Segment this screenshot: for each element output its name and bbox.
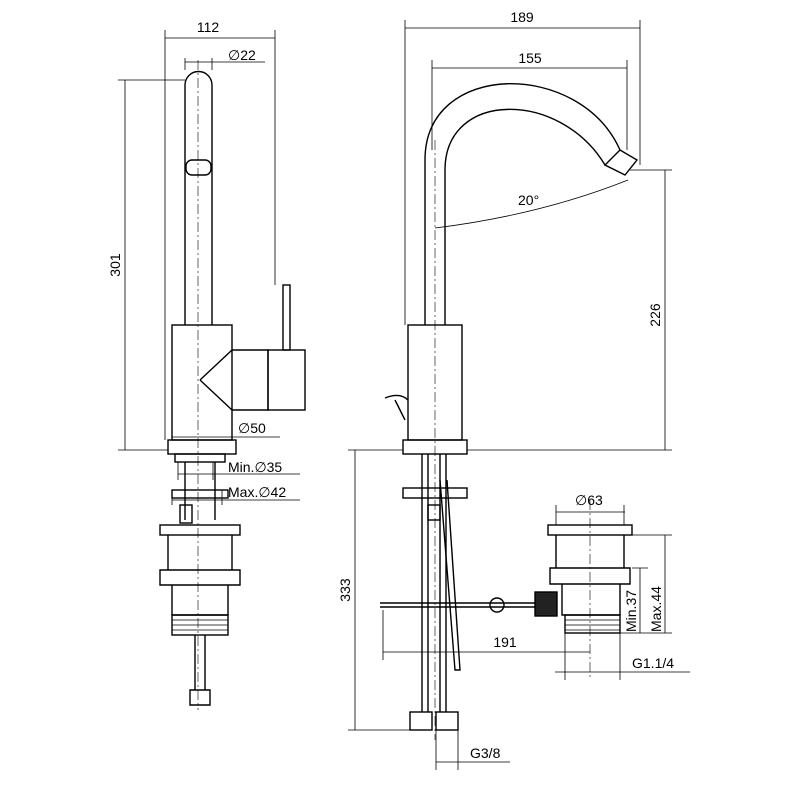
dim-angle-arc <box>434 179 629 229</box>
waste-min-label: Min.37 <box>623 590 639 632</box>
dim-226 <box>467 169 672 451</box>
side-view: 112 ∅22 301 ∅50 Min.∅35 Max.∅42 <box>107 19 306 710</box>
pull-rod <box>439 479 461 671</box>
dim-waste-height <box>620 534 672 634</box>
lever-joint <box>199 349 269 411</box>
lever-hub <box>267 349 306 411</box>
dim-spout-diameter-label: ∅22 <box>228 47 256 63</box>
dim-189-label: 189 <box>510 9 534 25</box>
dim-301-label: 301 <box>107 253 123 277</box>
dim-301 <box>118 79 185 451</box>
dim-191 <box>382 610 590 660</box>
spout-tip <box>603 149 639 176</box>
front-view: 189 155 20° 226 333 ∅63 191 Min.37 Max.4… <box>337 9 690 770</box>
thread-lines <box>172 619 228 631</box>
rod-clamp <box>489 597 505 613</box>
angle-label: 20° <box>518 192 539 208</box>
spout-arc <box>424 83 621 325</box>
dim-226-label: 226 <box>647 303 663 327</box>
hole-min-label: Min.∅35 <box>228 459 282 475</box>
fixing-nut <box>171 489 229 499</box>
hose-nut-left <box>409 711 433 731</box>
dim-155 <box>431 60 628 150</box>
dim-waste-thread <box>555 633 690 680</box>
waste-max-label: Max.44 <box>648 586 664 632</box>
hose-thread-label: G3/8 <box>470 745 501 761</box>
waste-thread-label: G1.1/4 <box>632 655 674 671</box>
dim-spout-diameter <box>184 58 265 70</box>
rod-connector <box>534 591 558 617</box>
fitting <box>179 504 193 524</box>
waste-rod <box>380 602 535 608</box>
waste-flange <box>159 524 241 536</box>
hoses <box>421 454 447 712</box>
dim-body-diameter-label: ∅50 <box>238 420 266 436</box>
shank <box>184 462 216 520</box>
handle-rod <box>282 284 291 351</box>
dim-333-label: 333 <box>337 578 353 602</box>
hole-max-label: Max.∅42 <box>228 484 286 500</box>
dim-hole-min <box>177 462 300 480</box>
dim-waste-diameter <box>555 505 625 525</box>
gasket <box>174 453 226 463</box>
waste-diameter-label: ∅63 <box>575 492 603 508</box>
spout-tube <box>184 70 213 325</box>
waste-body <box>159 535 241 616</box>
waste-rod <box>189 635 211 706</box>
dim-112 <box>164 30 276 440</box>
thread-lines <box>565 619 620 631</box>
dim-hose-thread <box>435 730 510 770</box>
dim-hole-max <box>171 490 300 505</box>
dim-191-label: 191 <box>493 634 517 650</box>
dim-333 <box>348 449 410 731</box>
lever <box>384 394 409 421</box>
fitting <box>427 504 441 521</box>
dim-155-label: 155 <box>518 50 542 66</box>
waste-thread <box>564 614 621 634</box>
aerator <box>185 159 212 176</box>
base-plate <box>167 439 237 455</box>
dim-112-label: 112 <box>197 19 220 35</box>
dim-189 <box>404 20 641 325</box>
hose-nut-right <box>435 711 459 731</box>
